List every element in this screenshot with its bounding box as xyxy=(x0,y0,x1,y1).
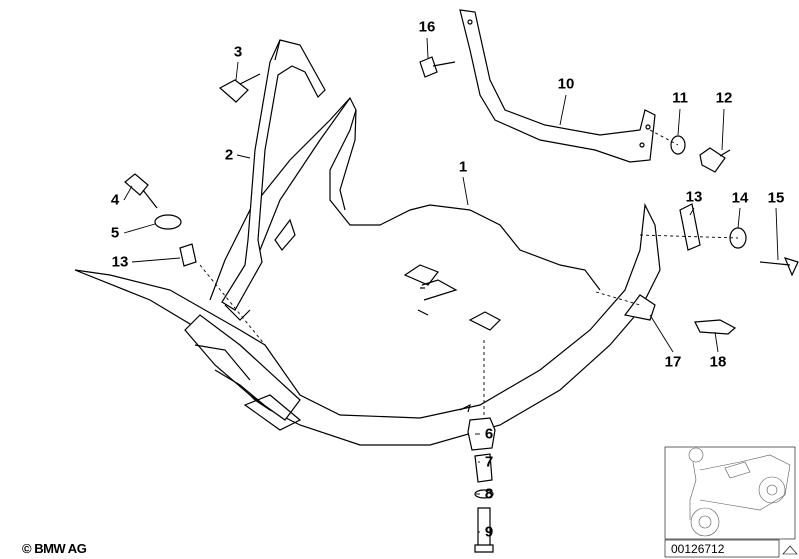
skid-plate-drawing xyxy=(74,96,661,446)
callout-3: 3 xyxy=(233,43,243,61)
hardware-drawing xyxy=(124,56,799,553)
callout-12: 12 xyxy=(715,89,733,107)
callout-13-right: 13 xyxy=(685,188,703,206)
rear-bracket-drawing xyxy=(459,9,656,163)
callout-8: 8 xyxy=(484,485,494,503)
callout-10: 10 xyxy=(557,75,575,93)
callout-13-left: 13 xyxy=(111,253,129,271)
copyright-notice: © BMW AG xyxy=(22,541,87,556)
callout-5: 5 xyxy=(110,224,120,242)
callout-11: 11 xyxy=(672,89,688,107)
callout-14: 14 xyxy=(731,189,749,207)
diagram-id: 00126712 xyxy=(671,542,725,556)
callout-2: 2 xyxy=(224,146,234,164)
callout-4: 4 xyxy=(110,191,120,209)
callout-18: 18 xyxy=(709,353,727,371)
front-bracket-drawing xyxy=(221,39,326,321)
callout-9: 9 xyxy=(484,523,494,541)
callout-17: 17 xyxy=(664,353,682,371)
leader-lines xyxy=(123,37,779,533)
motorcycle-thumbnail xyxy=(664,446,798,558)
callout-6: 6 xyxy=(484,425,494,443)
callout-7: 7 xyxy=(484,453,494,471)
callout-1: 1 xyxy=(458,158,468,176)
callout-16: 16 xyxy=(418,18,436,36)
callout-15: 15 xyxy=(767,189,785,207)
